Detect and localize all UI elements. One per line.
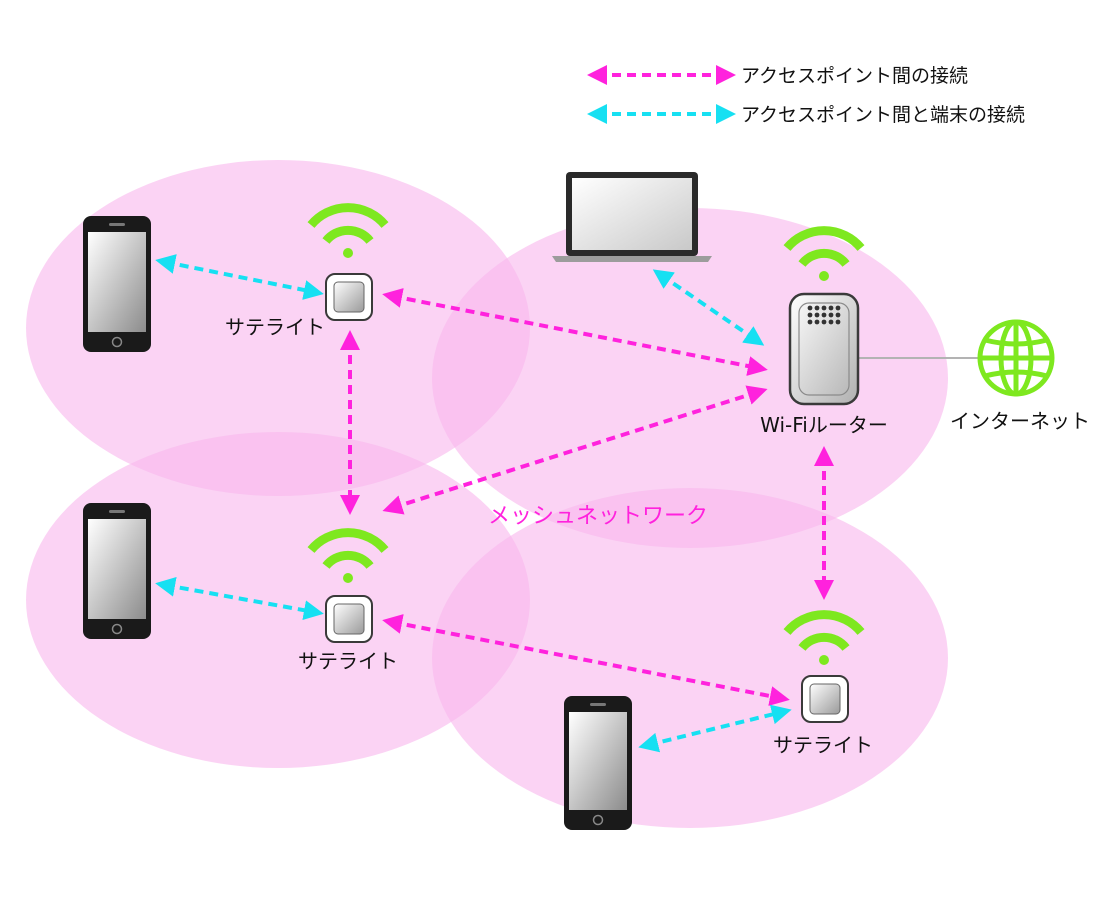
smartphone-icon (83, 216, 151, 352)
laptop-icon (552, 172, 712, 262)
device-link-phone-top (155, 254, 324, 300)
router-icon (788, 292, 860, 406)
smartphone-icon (564, 696, 632, 830)
satellite-label-mid-left: サテライト (298, 649, 398, 673)
legend: アクセスポイント間の接続 アクセスポイント間と端末の接続 (587, 65, 1025, 126)
device-links (155, 254, 792, 753)
mesh-network-label: メッシュネットワーク (488, 504, 708, 529)
wifi-icon (307, 203, 389, 258)
legend-device-link-label: アクセスポイント間と端末の接続 (741, 104, 1025, 126)
internet-label: インターネット (950, 409, 1090, 433)
satellite-icon (801, 675, 849, 723)
router-label: Wi-Fiルーター (760, 413, 888, 437)
wifi-icon (307, 528, 389, 583)
globe-icon (977, 319, 1055, 397)
wifi-icon (783, 226, 865, 281)
ap-links (340, 288, 834, 706)
ap-link-router-satellite-mid (382, 385, 768, 515)
satellite-label-top-left: サテライト (225, 315, 325, 339)
smartphone-icon (83, 503, 151, 639)
satellite-label-bottom-right: サテライト (773, 733, 873, 757)
ap-link-satellite-mid-bottom (382, 614, 790, 706)
ap-link-satellite-router (382, 288, 768, 376)
satellite-icon (325, 595, 373, 643)
legend-ap-link-label: アクセスポイント間の接続 (741, 65, 968, 87)
wifi-icon (783, 610, 865, 665)
coverage-area-bottom-right (432, 488, 948, 828)
satellite-icon (325, 273, 373, 321)
device-link-phone-bottom (638, 704, 792, 753)
device-link-laptop (652, 269, 765, 346)
device-link-phone-mid (155, 576, 324, 621)
